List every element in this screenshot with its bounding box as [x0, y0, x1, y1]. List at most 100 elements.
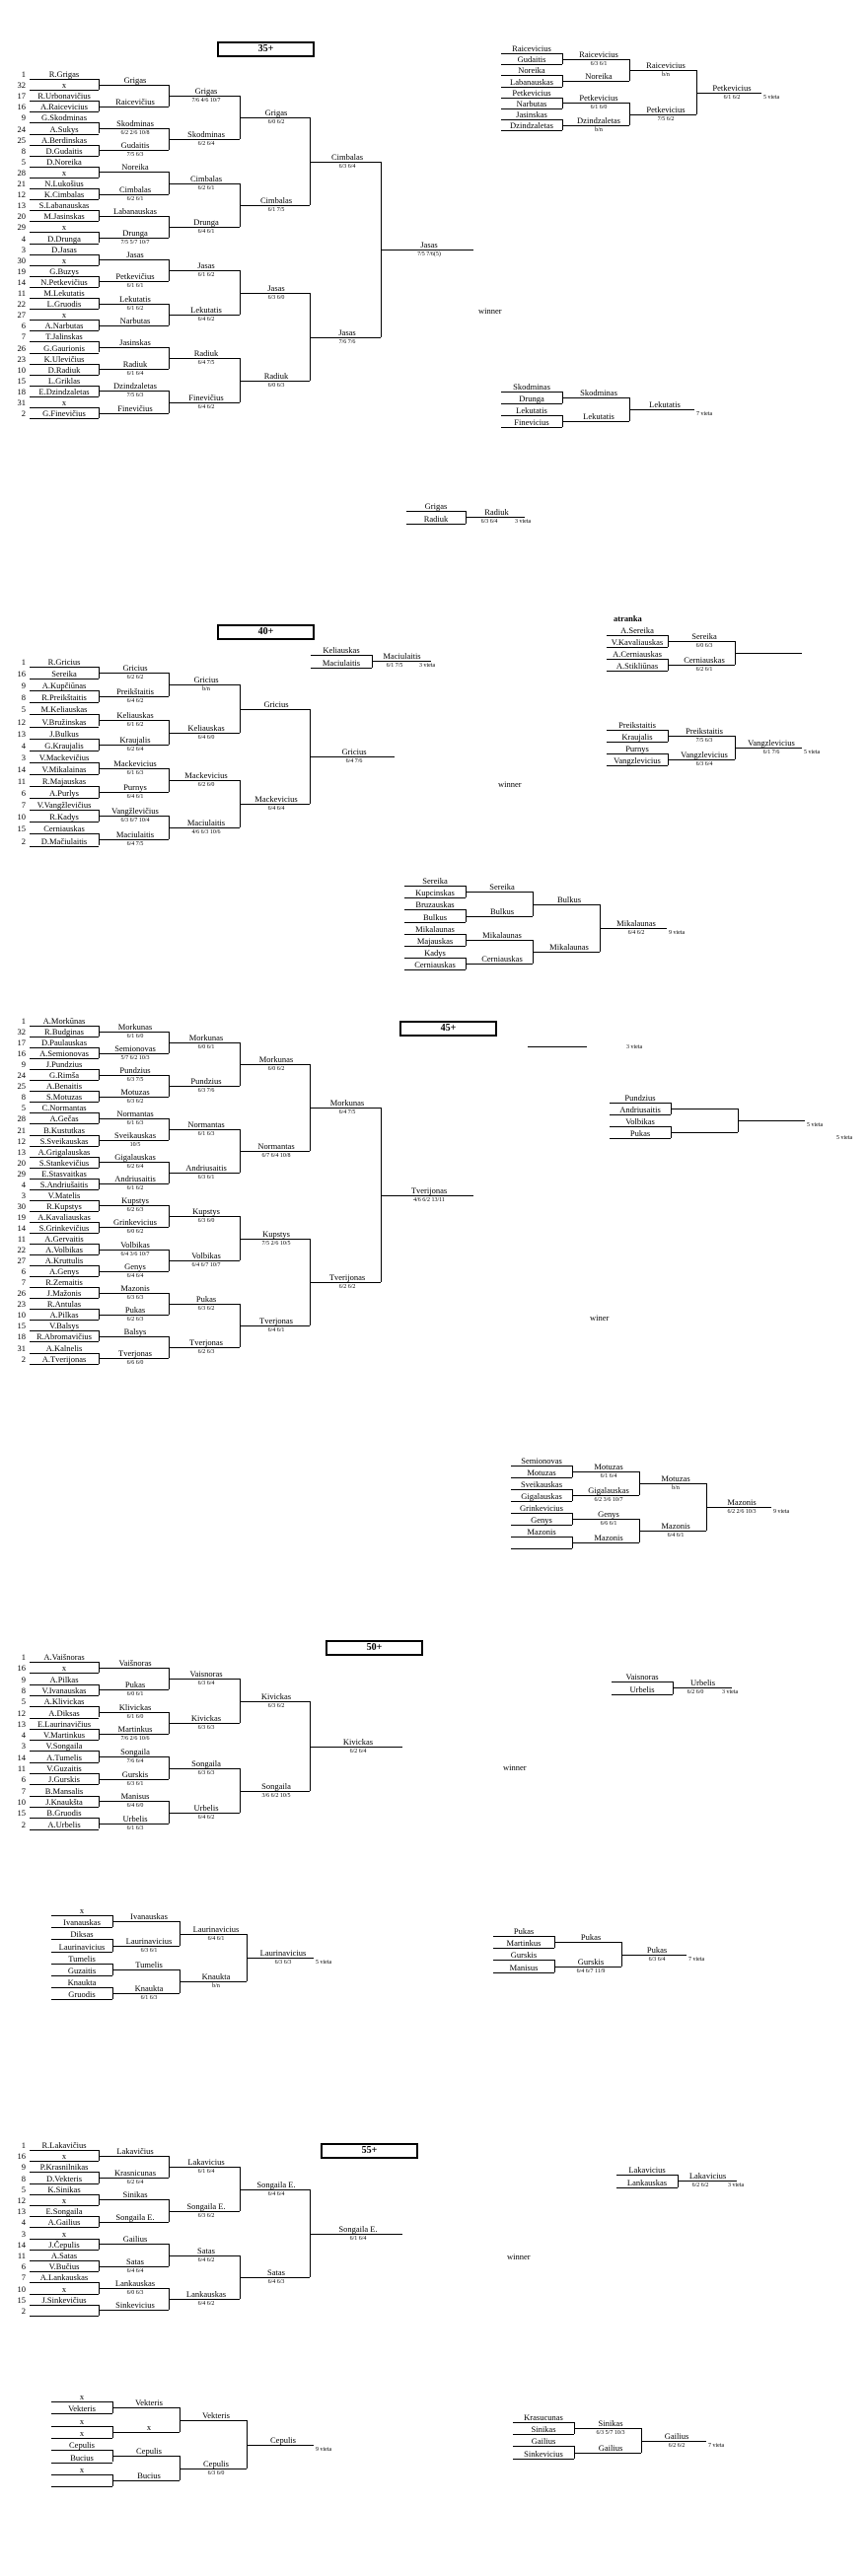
match-score: 6/0 6/2 [126, 1229, 144, 1235]
seed-number: 15 [17, 375, 27, 386]
player-line [30, 1221, 99, 1223]
seed-number: 27 [17, 310, 27, 321]
player-name: Skodminas [513, 382, 550, 392]
player-name: Pukas [513, 1926, 535, 1936]
bracket-connector [621, 1942, 622, 1967]
player-name: G.Rimša [49, 1070, 79, 1081]
player-name: V.Guzaitis [46, 1763, 82, 1773]
bracket-connector [99, 101, 100, 112]
bracket-line [169, 1042, 240, 1043]
bracket-connector [99, 1069, 100, 1081]
bracket-line [99, 673, 169, 674]
player-line [30, 2161, 99, 2163]
winner-name: Mikalaunas [482, 930, 522, 940]
placement-winner: Radiuk [484, 507, 509, 517]
match-score: 6/1 6/2 [126, 722, 144, 728]
player-name: Vekteris [68, 2403, 96, 2414]
player-line [511, 1513, 572, 1514]
winner-name: Morkunas [117, 1022, 153, 1032]
player-name: S.Labanauskas [38, 200, 90, 211]
player-line [30, 1112, 99, 1114]
seed-number: 4 [21, 233, 26, 244]
bracket-line [406, 524, 466, 525]
bracket-connector [169, 2244, 170, 2266]
player-name: A.Klivickas [43, 1696, 85, 1707]
seed-number: 4 [21, 1179, 26, 1189]
player-line [30, 833, 99, 835]
player-name: A.Urbelis [47, 1819, 81, 1829]
winner-name: Tverjonas [118, 1348, 152, 1358]
placement-label: 7 vieta [696, 411, 713, 417]
bracket-line [99, 413, 169, 414]
section-title: 40+ [217, 624, 315, 640]
player-name: Finevicius [514, 417, 549, 427]
bracket-connector [99, 1244, 100, 1255]
winner-name: Mikalaunas [549, 942, 589, 952]
player-name: V.Balsys [49, 1321, 79, 1331]
bracket-connector [99, 1773, 100, 1785]
player-line [30, 1320, 99, 1322]
winner-name: Vaisnoras [189, 1669, 223, 1679]
player-name: Cerniauskas [414, 960, 456, 970]
player-line [30, 1662, 99, 1663]
winner-name: Songaila [120, 1747, 150, 1756]
player-name: x [61, 167, 67, 178]
winner-name: Skodminas [116, 118, 154, 128]
seed-number: 28 [17, 1113, 27, 1124]
player-name: T.Jalinskas [45, 331, 83, 342]
winner-name: Petkevicius [646, 105, 686, 114]
player-name: G.Kraujalis [44, 740, 84, 751]
bracket-connector [99, 210, 100, 222]
placement-label: 7 vieta [708, 2443, 725, 2449]
player-line [30, 221, 99, 223]
player-name: x [61, 254, 67, 265]
player-name: Pundzius [624, 1093, 656, 1103]
match-score: 6/3 6/4 [338, 164, 356, 170]
seed-number: 28 [17, 167, 27, 178]
player-name: Petkevicius [512, 87, 551, 98]
player-line [30, 1828, 99, 1830]
player-line [51, 2437, 112, 2439]
player-line [30, 2150, 99, 2151]
player-name: D.Jasas [51, 244, 77, 254]
winner-name: Volbikas [191, 1251, 221, 1260]
player-name: Dzindzaletas [510, 120, 553, 131]
bracket-line [310, 162, 381, 163]
player-line [30, 679, 99, 680]
player-line [30, 1145, 99, 1147]
bracket-line [240, 1064, 310, 1065]
player-name: Andriusaitis [619, 1105, 661, 1114]
match-score: 6/3 6/3 [197, 1725, 215, 1731]
bracket-connector [99, 2282, 100, 2294]
seed-number: 7 [21, 1277, 26, 1288]
match-score: b/n [595, 127, 603, 133]
winner-name: Sveikauskas [113, 1130, 157, 1140]
bracket-connector [169, 172, 170, 194]
match-score: 6/3 6/2 [267, 1703, 285, 1709]
player-line [30, 1784, 99, 1786]
player-name: R.Abromavičius [36, 1331, 92, 1342]
bracket-line [99, 816, 169, 817]
match-score: 6/3 6/4 [480, 519, 498, 525]
bracket-line [169, 1260, 240, 1261]
player-line [511, 1489, 572, 1490]
bracket-line [696, 93, 761, 94]
winner-name: Gricius [122, 663, 148, 673]
bracket-line [99, 1668, 169, 1669]
winner-name: Cimbalas [189, 174, 223, 183]
match-score: 7/6 7/6 [338, 339, 356, 345]
bracket-connector [99, 738, 100, 751]
match-score: 6/0 6/1 [197, 1044, 215, 1050]
bracket-line [99, 1712, 169, 1713]
bracket-line [112, 1969, 180, 1970]
seed-number: 2 [21, 835, 26, 846]
bracket-line [466, 916, 533, 917]
placement-winner: Petkevicius [712, 83, 752, 93]
winner-name: Cimbalas [118, 184, 152, 194]
player-name: Lekutatis [516, 405, 547, 415]
seed-number: 8 [21, 2173, 26, 2183]
winner-name: Pukas [580, 1932, 602, 1942]
player-name: G.Gaurionis [43, 342, 85, 353]
bracket-line [673, 1687, 732, 1688]
bracket-line [99, 1075, 169, 1076]
